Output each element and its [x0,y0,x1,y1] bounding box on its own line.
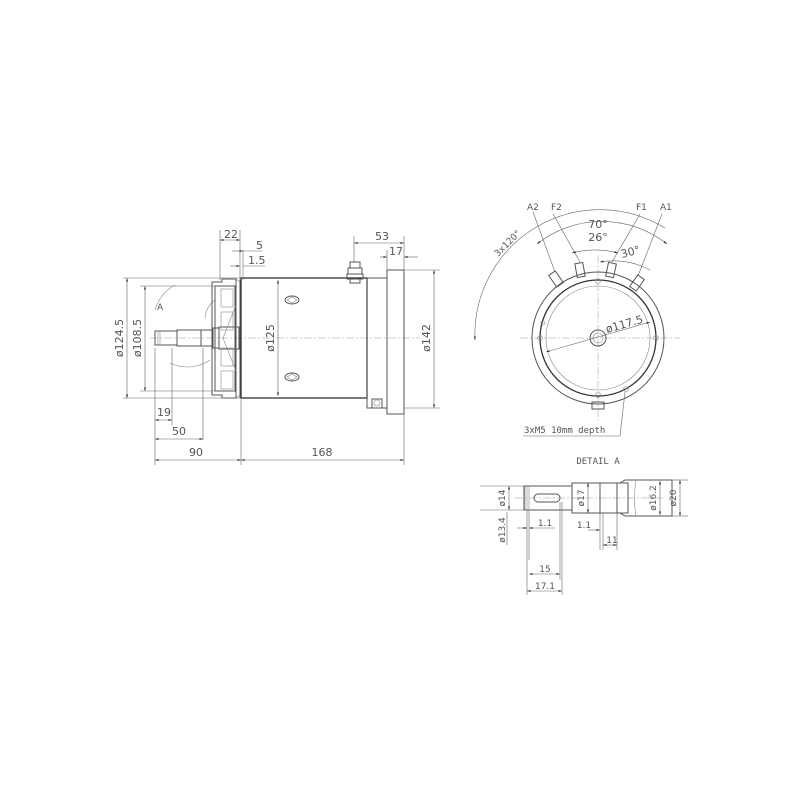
terminal-label-a1: A1 [660,203,672,213]
terminal-label-f2: F2 [551,203,562,213]
dim-d142: ø142 [420,324,433,352]
dim-19: 19 [157,406,171,419]
rear-cap [366,269,405,415]
mount-symbol-bottom [284,372,300,382]
detail-a-view: ø14 ø13.4 ø17 ø16.2 ø20 1.1 1.1 11 15 17… [480,479,688,595]
dim-d16-2: ø16.2 [649,485,659,511]
angle-3x120: 3x120° [493,229,523,259]
mount-symbol-top [284,295,300,305]
dim-1-1-a: 1.1 [538,519,552,529]
dim-1-1-b: 1.1 [577,521,591,531]
angle-30: 30° [619,243,641,261]
dim-15: 15 [539,565,550,575]
terminal-stud [346,261,364,284]
terminal-f1 [605,261,617,279]
fan-housing [211,278,241,399]
dim-168: 168 [312,446,333,459]
dim-5: 5 [256,239,263,252]
motor-body [240,261,368,399]
detail-a-marker: A [157,303,164,313]
dim-90: 90 [189,446,203,459]
terminal-label-f1: F1 [636,203,647,213]
dim-d17: ø17 [577,490,587,507]
angle-70: 70° [588,218,608,231]
dim-17: 17 [389,245,403,258]
shaft [154,326,240,350]
dim-22: 22 [224,228,238,241]
dim-53: 53 [375,230,389,243]
dim-50: 50 [172,425,186,438]
hole-note: 3xM5 10mm depth [524,426,605,436]
dim-d108-5: ø108.5 [131,319,144,357]
terminal-label-a2: A2 [527,203,539,213]
dim-17-1: 17.1 [535,582,555,592]
dim-d124-5: ø124.5 [113,319,126,357]
dim-d125: ø125 [264,324,277,352]
terminal-a1 [629,274,645,292]
dim-d117-5: ø117.5 [604,313,644,336]
dim-11: 11 [606,536,617,546]
dim-1-5: 1.5 [248,254,266,267]
detail-a-title: DETAIL A [576,457,620,467]
dim-d13-4: ø13.4 [498,517,508,543]
terminal-f2 [574,261,586,279]
terminal-a2 [548,270,564,288]
angle-26: 26° [588,231,608,244]
dim-d20: ø20 [669,489,679,506]
dim-d14: ø14 [498,489,508,506]
end-view: A2 F2 F1 A1 3x120° 70° 26° 30° ø117.5 3x… [473,203,680,467]
side-view: A [113,228,440,465]
